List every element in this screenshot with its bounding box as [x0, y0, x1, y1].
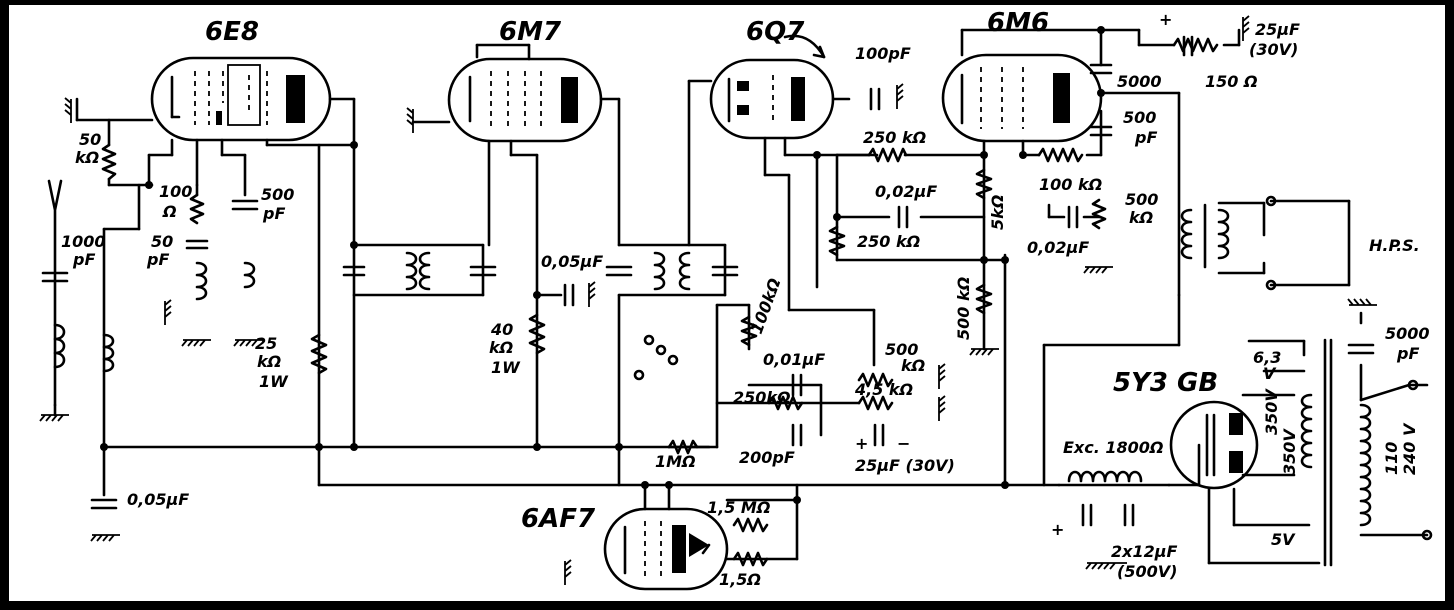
value-r25k-b: kΩ	[257, 352, 281, 371]
value-r15m: 1,5 MΩ	[707, 498, 770, 517]
value-c5000-main-b: pF	[1396, 344, 1419, 363]
tube-6e8	[150, 56, 332, 142]
label-6q7: 6Q7	[746, 17, 805, 47]
capacitors	[41, 35, 1375, 527]
value-c002-b: 0,02μF	[1027, 238, 1089, 257]
tube-6m7	[447, 43, 603, 143]
value-c1000-b: pF	[72, 250, 95, 269]
tube-6q7	[709, 34, 835, 140]
value-c25-top-b: (30V)	[1249, 40, 1298, 59]
value-r100-a: 100	[159, 182, 192, 201]
value-c005-bottom: 0,05μF	[127, 490, 189, 509]
value-c200pf: 200pF	[739, 448, 795, 467]
label-6af7: 6AF7	[521, 504, 596, 534]
resistors	[101, 37, 1219, 567]
value-r1m: 1MΩ	[655, 452, 696, 471]
value-pot500k-6m6-a: 500	[1125, 190, 1158, 209]
value-r50k-a: 50	[79, 130, 101, 149]
value-pot500k-mid-b: kΩ	[901, 356, 925, 375]
value-c50-b: pF	[146, 250, 169, 269]
schematic-diagram: 6E8 6M7 6Q7 6M6 6AF7 5Y3 GB 50 kΩ 1000 p…	[39, 8, 1433, 591]
value-r250k-mid: 250 kΩ	[857, 232, 920, 251]
label-5y3gb: 5Y3 GB	[1113, 368, 1218, 398]
value-c5000-top: 5000	[1117, 72, 1162, 91]
polarity-plus-top: +	[1159, 10, 1172, 29]
tube-6af7	[603, 507, 729, 591]
schematic-sheet: 6E8 6M7 6Q7 6M6 6AF7 5Y3 GB 50 kΩ 1000 p…	[9, 5, 1445, 601]
value-r250k-bot: 250kΩ	[733, 388, 791, 407]
value-c002-a: 0,02μF	[875, 182, 937, 201]
value-hps: H.P.S.	[1369, 236, 1420, 255]
value-r100-b: Ω	[162, 202, 177, 221]
value-r50k-b: kΩ	[75, 148, 99, 167]
polarity-plus-bot: +	[855, 434, 868, 453]
value-mains-b: 240 V	[1400, 422, 1419, 475]
value-r40k-b: kΩ	[489, 338, 513, 357]
value-r250k-top: 250 kΩ	[863, 128, 926, 147]
value-c100pf: 100pF	[855, 44, 911, 63]
value-c2x12-a: 2x12μF	[1111, 542, 1177, 561]
tube-5y3gb	[1169, 400, 1259, 490]
value-r45k: 4,5 kΩ	[854, 380, 913, 399]
value-c500-a: 500	[261, 185, 294, 204]
value-c1000-a: 1000	[61, 232, 106, 251]
value-pot500k-6m6-b: kΩ	[1129, 208, 1153, 227]
value-r100k-6m6: 100 kΩ	[1039, 175, 1102, 194]
value-r5k: 5kΩ	[988, 195, 1007, 230]
tube-6m6	[941, 53, 1103, 143]
component-values: 50 kΩ 1000 pF 100 Ω 50 pF 500 pF 25 kΩ 1…	[61, 10, 1430, 589]
value-r25k-c: 1W	[259, 372, 289, 391]
value-v63-b: V	[1263, 364, 1277, 383]
label-6m6: 6M6	[987, 8, 1049, 38]
value-exc: Exc. 1800Ω	[1063, 438, 1164, 457]
value-c005-mid: 0,05μF	[541, 252, 603, 271]
value-c5000-main-a: 5000	[1385, 324, 1430, 343]
polarity-plus-filter: +	[1051, 520, 1064, 539]
value-c500-b: pF	[262, 204, 285, 223]
value-r100k-6q7: 100kΩ	[747, 276, 785, 337]
value-v5: 5V	[1271, 530, 1296, 549]
value-v350: 350V	[1262, 388, 1281, 435]
value-r15: 1,5Ω	[719, 570, 761, 589]
value-r150: 150 Ω	[1205, 72, 1258, 91]
value-c500pf-6m6-a: 500	[1123, 108, 1156, 127]
label-6m7: 6M7	[499, 17, 562, 47]
polarity-minus-bot: −	[897, 434, 910, 453]
speaker-terminals	[633, 195, 1433, 541]
value-c001: 0,01μF	[763, 350, 825, 369]
value-r40k-a: 40	[490, 320, 513, 339]
value-v350b: 350V	[1280, 428, 1299, 475]
value-mains-a: 110	[1382, 442, 1401, 475]
ground-symbols	[39, 15, 1377, 585]
junction-dots	[100, 26, 1105, 504]
value-c25-top-a: 25μF	[1255, 20, 1300, 39]
value-c50-a: 50	[151, 232, 173, 251]
value-c500pf-6m6-b: pF	[1134, 128, 1157, 147]
value-r40k-c: 1W	[491, 358, 521, 377]
label-6e8: 6E8	[205, 17, 259, 47]
value-c2x12-b: (500V)	[1117, 562, 1177, 581]
value-v63: 6,3	[1253, 348, 1281, 367]
coils	[53, 203, 1372, 567]
value-r500k-vert: 500 kΩ	[954, 277, 973, 340]
value-pot500k-mid-a: 500	[885, 340, 918, 359]
tube-labels: 6E8 6M7 6Q7 6M6 6AF7 5Y3 GB	[205, 8, 1218, 534]
value-r25k-a: 25	[255, 334, 277, 353]
value-c25-bot: 25μF (30V)	[855, 456, 955, 475]
